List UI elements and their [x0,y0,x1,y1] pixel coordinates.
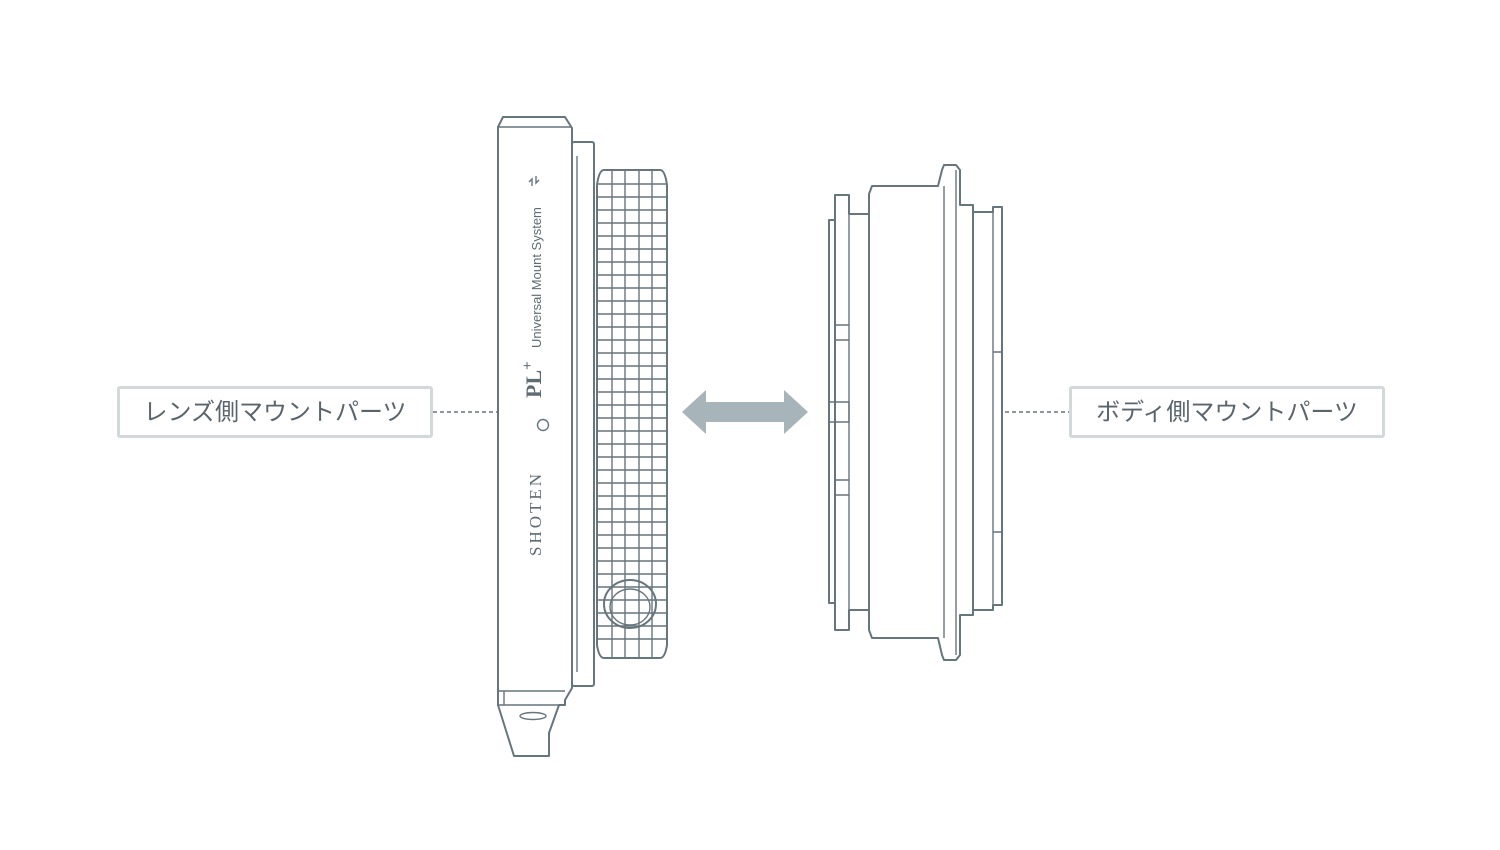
knurled-locking-ring [596,169,668,659]
lock-button-knob [603,579,657,629]
lens-side-mount-part: PL+ Universal Mount System SHOTEN [497,116,668,757]
manufacturer-name: SHOTEN [526,471,545,556]
locking-screw [536,418,550,432]
double-arrow-glyph-icon [528,176,540,186]
system-name: Universal Mount System [529,207,544,348]
lens-side-mount-label: レンズ側マウントパーツ [117,386,433,438]
body-side-mount-label: ボディ側マウントパーツ [1069,386,1385,438]
body-side-mount-part [828,164,1003,661]
brand-mark: PL+ [520,361,546,398]
separation-arrow-icon [682,390,808,434]
